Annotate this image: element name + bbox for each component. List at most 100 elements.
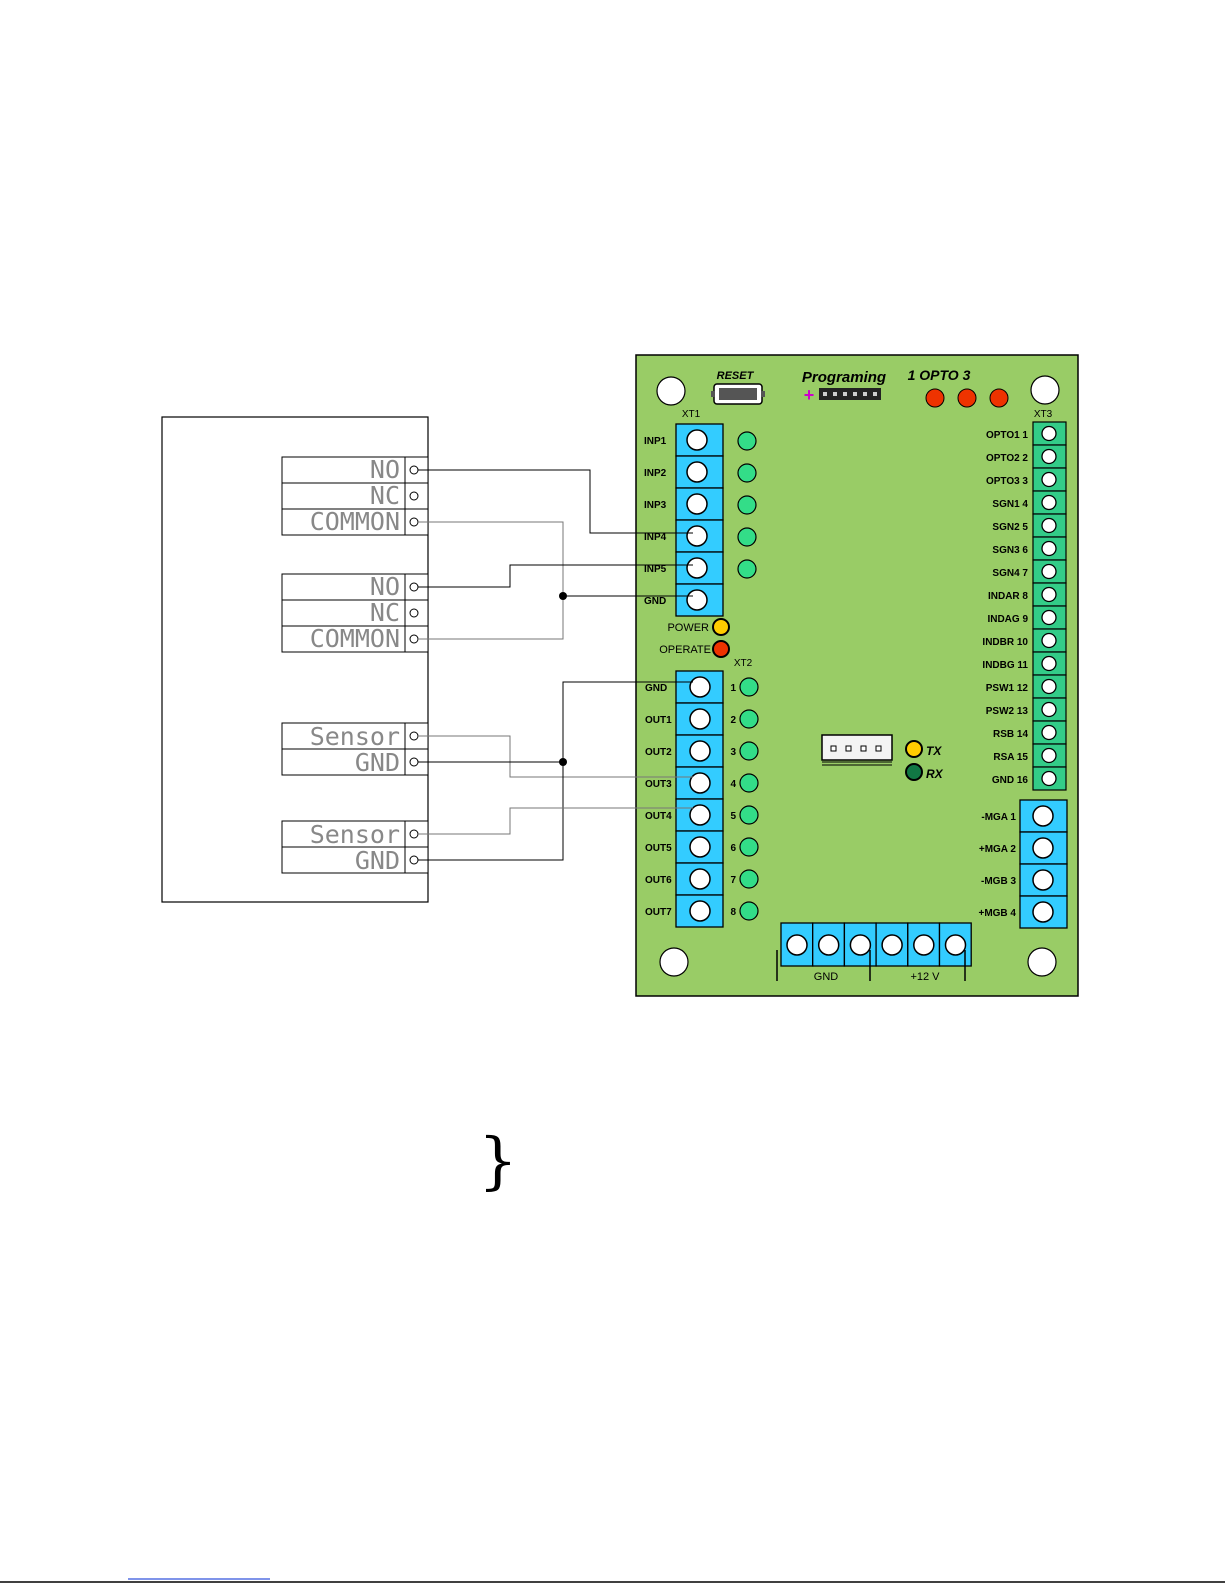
relay2-no-terminal [409, 582, 419, 592]
output-led [739, 837, 759, 857]
sensor2-gnd-label: GND [355, 846, 400, 875]
programming-pin [833, 392, 837, 396]
junction-gnd [559, 758, 567, 766]
xt2-led-number: 1 [730, 683, 736, 694]
xt3-pin-label: INDBG 11 [982, 660, 1028, 671]
xt3-pin-label: SGN1 4 [992, 499, 1028, 510]
xt3-screw [1041, 563, 1057, 580]
sensor1-gnd-terminal [409, 757, 419, 767]
xt3-screw [1041, 471, 1057, 488]
xt3-pin-label: SGN2 5 [992, 522, 1028, 533]
xt1-screw [686, 589, 708, 611]
motor-pin-label: +MGA 2 [979, 844, 1017, 855]
wire-common-bus [418, 521, 564, 640]
relay2-nc-terminal [409, 608, 419, 618]
xt3-pin-label: RSA 15 [993, 752, 1028, 763]
tx-led [905, 740, 923, 758]
relay1-no-terminal [409, 465, 419, 475]
xt2-screw [689, 900, 711, 922]
programming-header: Programing + [802, 369, 886, 405]
xt3-pin-label: SGN4 7 [992, 568, 1028, 579]
operate-label: OPERATE [659, 644, 711, 656]
output-led [739, 677, 759, 697]
relay1-common-label: COMMON [310, 507, 400, 536]
wire-relay1-no-to-inp4 [418, 469, 693, 534]
programming-label: Programing [802, 369, 886, 386]
xt3-screw [1041, 701, 1057, 718]
xt2-screw [689, 676, 711, 698]
xt1-screw [686, 557, 708, 579]
xt1-pin-label: INP2 [644, 468, 667, 479]
motor-pin-label: -MGA 1 [981, 812, 1016, 823]
output-led [739, 709, 759, 729]
xt2-pin-label: GND [645, 683, 667, 694]
power-screw [913, 934, 935, 956]
power-screw [817, 934, 840, 956]
xt3-pin-label: GND 16 [992, 775, 1029, 786]
xt2-screw [689, 708, 711, 730]
xt2-pin-label: OUT2 [645, 747, 672, 758]
motor-screw [1032, 901, 1054, 923]
power-terminal-block [780, 922, 972, 967]
relay2-nc-label: NC [370, 598, 400, 627]
opto-header-label: 1 OPTO 3 [908, 367, 971, 383]
power-screw [786, 934, 808, 956]
reset-label: RESET [717, 370, 755, 382]
relay-block-2: NO NC COMMON [281, 572, 429, 653]
programming-pin [873, 392, 877, 396]
power-screw [944, 934, 967, 956]
xt2-led-number: 6 [730, 843, 736, 854]
relay1-common-terminal [409, 517, 419, 527]
programming-pin [853, 392, 857, 396]
motor-terminal-block: -MGA 1+MGA 2-MGB 3+MGB 4 [978, 799, 1068, 929]
xt3-pin-label: PSW1 12 [986, 683, 1029, 694]
relay1-nc-label: NC [370, 481, 400, 510]
power-block-12v-label: +12 V [910, 971, 940, 983]
sensor1-terminal [409, 731, 419, 741]
relay2-common-label: COMMON [310, 624, 400, 653]
xt3-screw [1041, 425, 1057, 442]
curly-brace: } [478, 1124, 517, 1197]
xt3-pin-label: OPTO2 2 [986, 453, 1028, 464]
xt3-screw [1041, 586, 1057, 603]
xt3-pin-label: OPTO1 1 [986, 430, 1028, 441]
xt3-pin-label: INDBR 10 [982, 637, 1028, 648]
rx-label: RX [926, 767, 944, 781]
xt3-screw [1041, 678, 1057, 695]
programming-plus-label: + [804, 385, 815, 405]
power-screw [849, 934, 872, 956]
output-led [739, 805, 759, 825]
power-screw [881, 934, 903, 956]
xt1-label: XT1 [682, 409, 701, 420]
mounting-hole-bottom-left [659, 947, 689, 977]
xt2-led-number: 3 [730, 747, 736, 758]
programming-pin [823, 392, 827, 396]
xt1-pin-label: INP3 [644, 500, 667, 511]
programming-pin [863, 392, 867, 396]
xt3-pin-label: RSB 14 [993, 729, 1028, 740]
motor-screw [1032, 837, 1054, 859]
mounting-hole-bottom-right [1027, 947, 1057, 977]
xt2-pin-label: OUT7 [645, 907, 672, 918]
relay2-common-terminal [409, 634, 419, 644]
xt2-led-number: 8 [730, 907, 736, 918]
wire-sensor2-to-out4 [418, 807, 693, 835]
sensor2-terminal [409, 829, 419, 839]
xt2-screw [689, 836, 711, 858]
power-led [712, 618, 730, 636]
input-led [737, 463, 757, 483]
relay-block-1: NO NC COMMON [281, 455, 429, 536]
mounting-hole-top-right [1030, 375, 1060, 405]
motor-pin-label: +MGB 4 [978, 908, 1016, 919]
xt3-screw [1041, 632, 1057, 649]
xt1-screw [686, 429, 708, 451]
power-block-gnd-label: GND [814, 971, 839, 983]
sensor1-gnd-label: GND [355, 748, 400, 777]
wire-sensor1-to-out3 [418, 735, 693, 778]
power-label: POWER [667, 622, 709, 634]
xt3-screw [1041, 770, 1057, 787]
